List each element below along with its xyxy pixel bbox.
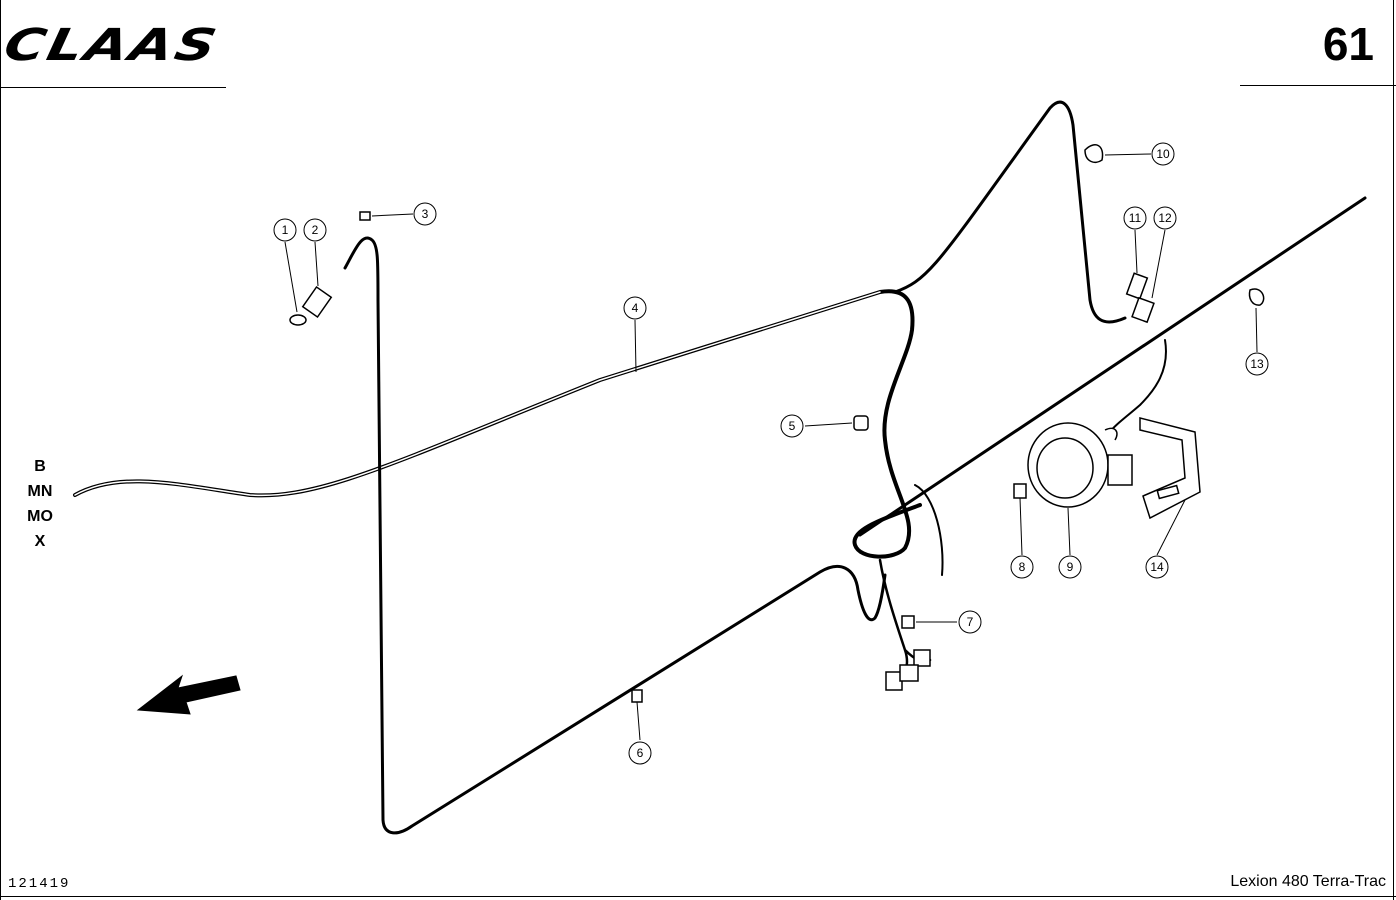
callout-14: 14 — [1145, 555, 1169, 579]
svg-text:7: 7 — [967, 615, 974, 629]
screw-8 — [1013, 483, 1027, 499]
frame-left-border — [0, 0, 1, 900]
lamp-11 — [1125, 272, 1149, 300]
callout-3: 3 — [413, 202, 437, 226]
callout-8: 8 — [1010, 555, 1034, 579]
work-lamp-socket — [1107, 454, 1133, 486]
connector-plug-b — [913, 649, 931, 667]
callout-11: 11 — [1123, 206, 1147, 230]
upper-harness-cable — [893, 100, 1127, 324]
svg-text:4: 4 — [632, 301, 639, 315]
svg-text:11: 11 — [1129, 211, 1142, 225]
clip-7 — [901, 615, 915, 629]
callout-9: 9 — [1058, 555, 1082, 579]
callout-7: 7 — [958, 610, 982, 634]
svg-text:12: 12 — [1158, 211, 1172, 225]
sensor-components — [289, 144, 1265, 703]
clip-3 — [359, 211, 371, 221]
svg-text:2: 2 — [312, 223, 319, 237]
callout-4: 4 — [623, 296, 647, 320]
lamp-connector — [1104, 427, 1118, 441]
callout-13: 13 — [1245, 352, 1269, 376]
frame-right-border — [1393, 0, 1394, 900]
svg-text:6: 6 — [637, 746, 644, 760]
svg-text:10: 10 — [1156, 147, 1170, 161]
direction-arrow-icon — [136, 674, 241, 715]
side-code-x: X — [34, 533, 46, 550]
clip-5 — [853, 415, 869, 431]
svg-text:8: 8 — [1019, 560, 1026, 574]
leader-lines — [284, 153, 1258, 741]
callout-10: 10 — [1151, 142, 1175, 166]
svg-text:5: 5 — [789, 419, 796, 433]
bracket-slot — [1156, 484, 1180, 500]
header-rule-right — [1240, 85, 1396, 86]
connector-plug-c — [899, 664, 919, 682]
callout-5: 5 — [780, 414, 804, 438]
model-name: Lexion 480 Terra-Trac — [1230, 873, 1386, 890]
callout-6: 6 — [628, 741, 652, 765]
callout-2: 2 — [303, 218, 327, 242]
svg-text:1: 1 — [282, 223, 289, 237]
sensor-cap — [289, 314, 307, 326]
side-code-mo: MO — [27, 508, 53, 525]
lamp-12 — [1131, 296, 1155, 324]
side-code-mn: MN — [27, 483, 53, 500]
clip-6 — [631, 689, 643, 703]
clip-13 — [1248, 288, 1265, 306]
header-rule-left — [0, 87, 226, 88]
left-loop-harness — [343, 236, 887, 835]
clip-10 — [1084, 144, 1104, 163]
sensor-body — [301, 285, 333, 319]
svg-text:14: 14 — [1150, 560, 1164, 574]
svg-text:9: 9 — [1067, 560, 1074, 574]
diagonal-harness-cable — [858, 196, 1367, 537]
lamp-drop-cable — [1109, 339, 1167, 433]
callout-12: 12 — [1153, 206, 1177, 230]
main-harness-cable-inner — [74, 291, 881, 497]
side-code-b: B — [34, 458, 46, 475]
svg-text:13: 13 — [1250, 357, 1264, 371]
branch-cable — [914, 484, 944, 576]
callout-1: 1 — [273, 218, 297, 242]
callout-markers: 1 2 3 4 5 6 7 8 9 10 11 12 13 14 — [273, 142, 1269, 765]
bracket-14 — [1139, 417, 1201, 520]
drawing-number: 121419 — [8, 876, 71, 892]
work-lamp-lens — [1036, 437, 1094, 499]
frame-bottom-border — [0, 896, 1396, 897]
svg-text:3: 3 — [422, 207, 429, 221]
page-number: 61 — [1322, 18, 1374, 70]
